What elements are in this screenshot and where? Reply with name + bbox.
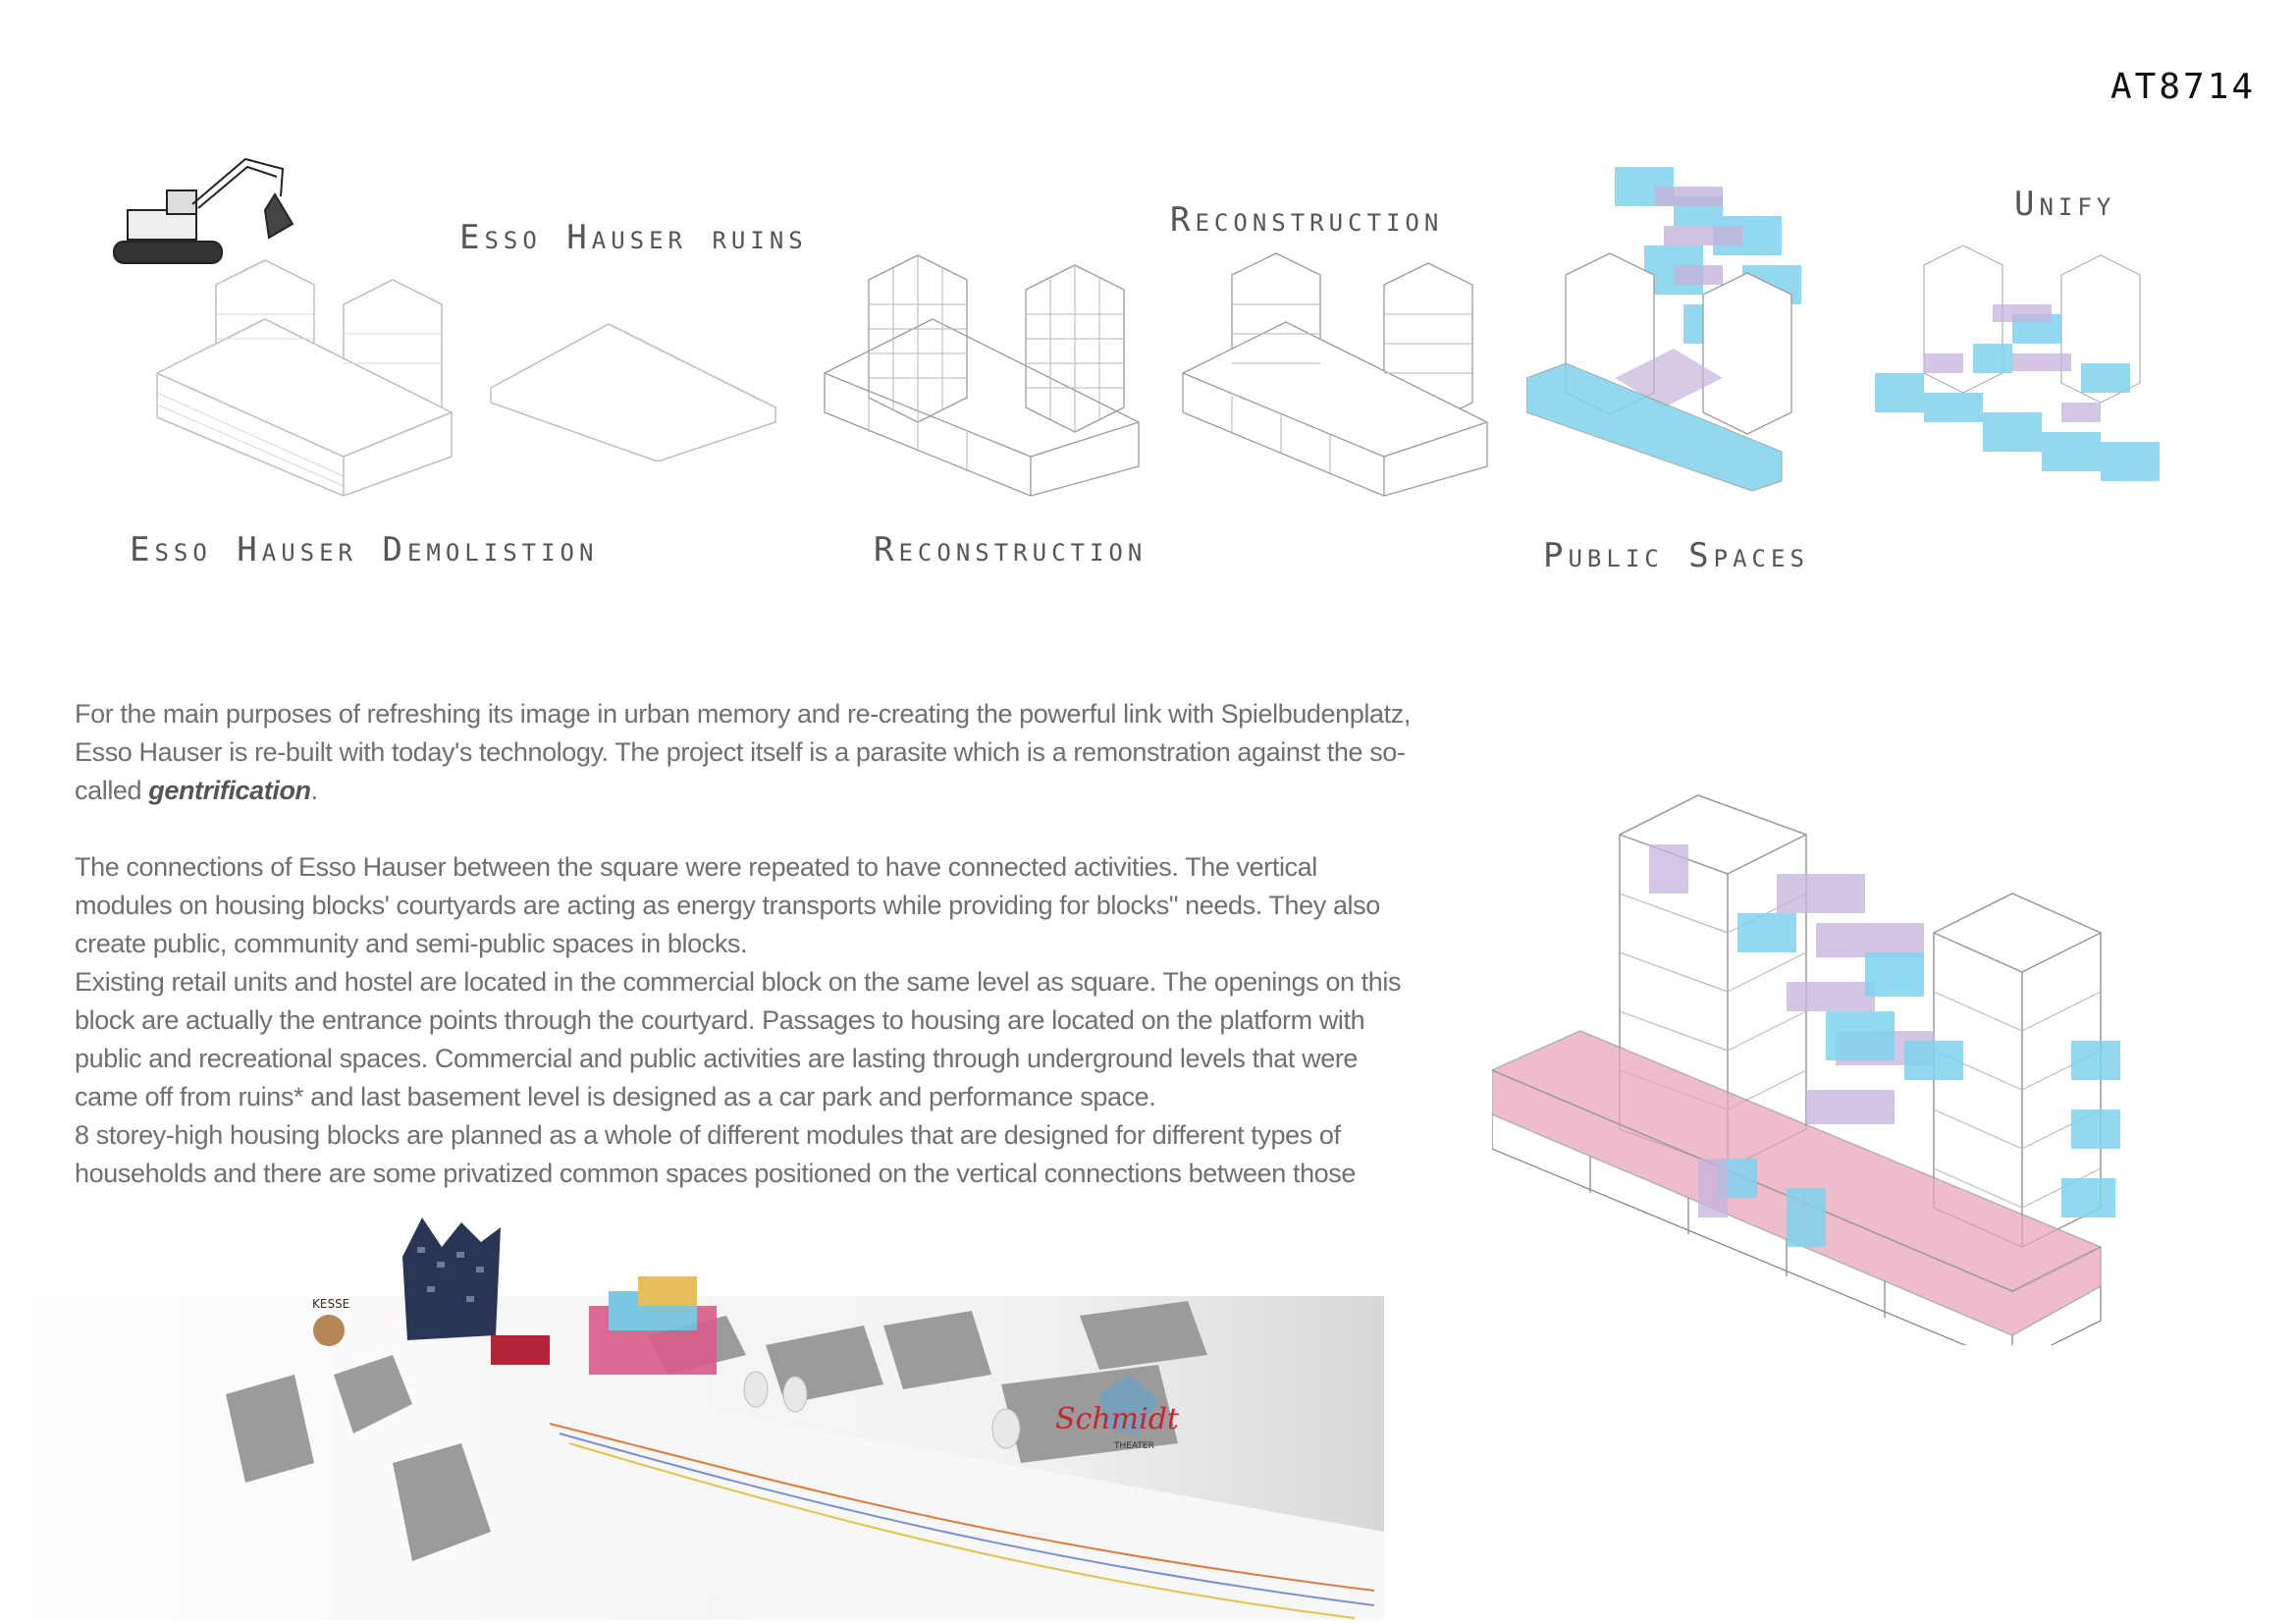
diagram-ruins — [489, 323, 777, 461]
schmidt-sign-text: Schmidt — [1055, 1402, 1180, 1436]
diagram-demolition — [156, 259, 453, 497]
paragraph-retail: Existing retail units and hostel are loc… — [75, 967, 1402, 1111]
kiosk-icon — [491, 1335, 550, 1365]
diagram-reconstruction-modules — [1182, 252, 1488, 497]
description-text: For the main purposes of refreshing its … — [75, 695, 1419, 1193]
caption-unify: Unify — [2014, 185, 2116, 224]
caption-demolition: Esso Hauser Demolistion — [130, 530, 599, 569]
caption-ruins: Esso Hauser ruins — [459, 218, 808, 257]
diagram-public-spaces — [1526, 167, 1801, 492]
left-sign-text: KESSE — [312, 1297, 349, 1311]
emphasis-gentrification: gentrification — [148, 776, 311, 805]
paragraph-housing: 8 storey-high housing blocks are planned… — [75, 1120, 1357, 1188]
project-code: AT8714 — [2110, 67, 2257, 107]
paragraph-intro-text: For the main purposes of refreshing its … — [75, 699, 1411, 805]
excavator-icon — [113, 157, 294, 264]
diagram-unify — [1875, 245, 2160, 481]
tower-block-icon — [402, 1218, 501, 1340]
diagram-reconstruction-frame — [824, 254, 1140, 497]
theater-sign-text: THEATER — [1113, 1441, 1154, 1451]
paragraph-intro-end: . — [310, 776, 319, 805]
paragraph-connections: The connections of Esso Hauser between t… — [75, 852, 1380, 958]
schmidt-sign: Schmidt THEATER — [1055, 1375, 1180, 1451]
paragraph-intro: For the main purposes of refreshing its … — [75, 695, 1419, 810]
axonometric-main — [1492, 794, 2120, 1345]
wheel-sign-icon — [313, 1315, 345, 1346]
caption-reconstruction-top: Reconstruction — [1170, 200, 1444, 240]
caption-public-spaces: Public Spaces — [1543, 536, 1809, 575]
street-perspective: Schmidt THEATER KESSE — [0, 1218, 1384, 1620]
caption-reconstruction-bottom: Reconstruction — [874, 530, 1148, 569]
parasite-structure-icon — [589, 1276, 717, 1375]
